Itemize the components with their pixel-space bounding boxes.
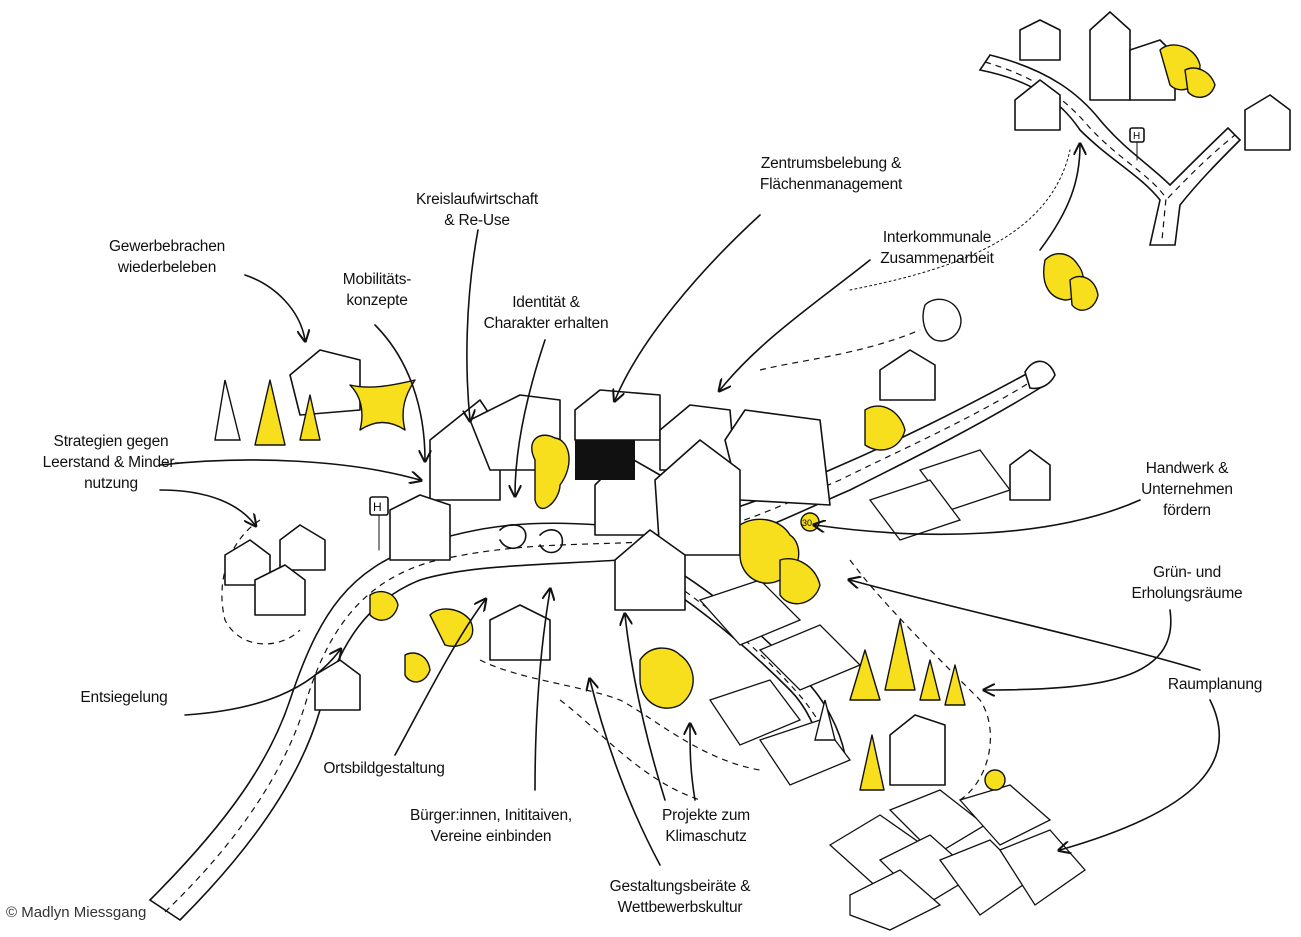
label-interkommunal: Interkommunale Zusammenarbeit — [880, 229, 994, 267]
signs: H H 30 — [349, 127, 1145, 791]
arrows — [159, 145, 1220, 866]
label-gestaltung: Gestaltungsbeiräte & Wettbewerbskultur — [609, 878, 751, 916]
trees — [214, 44, 1216, 791]
label-strategien: Strategien gegen Leerstand & Minder- nut… — [42, 433, 180, 492]
label-gewerbebrachen: Gewerbebrachen wiederbeleben — [108, 238, 226, 276]
speed-sign: 30 — [802, 518, 812, 528]
bus-stop-sign-north: H — [1133, 131, 1140, 142]
village-houses — [224, 11, 1291, 786]
label-mobilitaet: Mobilitäts- konzepte — [342, 271, 412, 309]
label-zentrum: Zentrumsbelebung & Flächenmanagement — [759, 155, 903, 193]
label-ortsbild: Ortsbildgestaltung — [323, 760, 445, 777]
label-buerger: Bürger:innen, Inititaiven, Vereine einbi… — [410, 807, 572, 845]
copyright-credit: © Madlyn Miessgang — [6, 904, 147, 921]
label-klimaschutz: Projekte zum Klimaschutz — [661, 807, 751, 845]
label-gruen: Grün- und Erholungsräume — [1131, 564, 1243, 602]
label-handwerk: Handwerk & Unternehmen fördern — [1141, 460, 1233, 519]
field-plots — [221, 329, 1086, 931]
label-identitaet: Identität & Charakter erhalten — [483, 294, 609, 332]
label-raumplanung: Raumplanung — [1167, 676, 1263, 693]
label-kreislauf: Kreislaufwirtschaft & Re-Use — [416, 191, 538, 229]
label-entsiegelung: Entsiegelung — [80, 689, 168, 706]
bus-stop-sign: H — [373, 500, 382, 514]
